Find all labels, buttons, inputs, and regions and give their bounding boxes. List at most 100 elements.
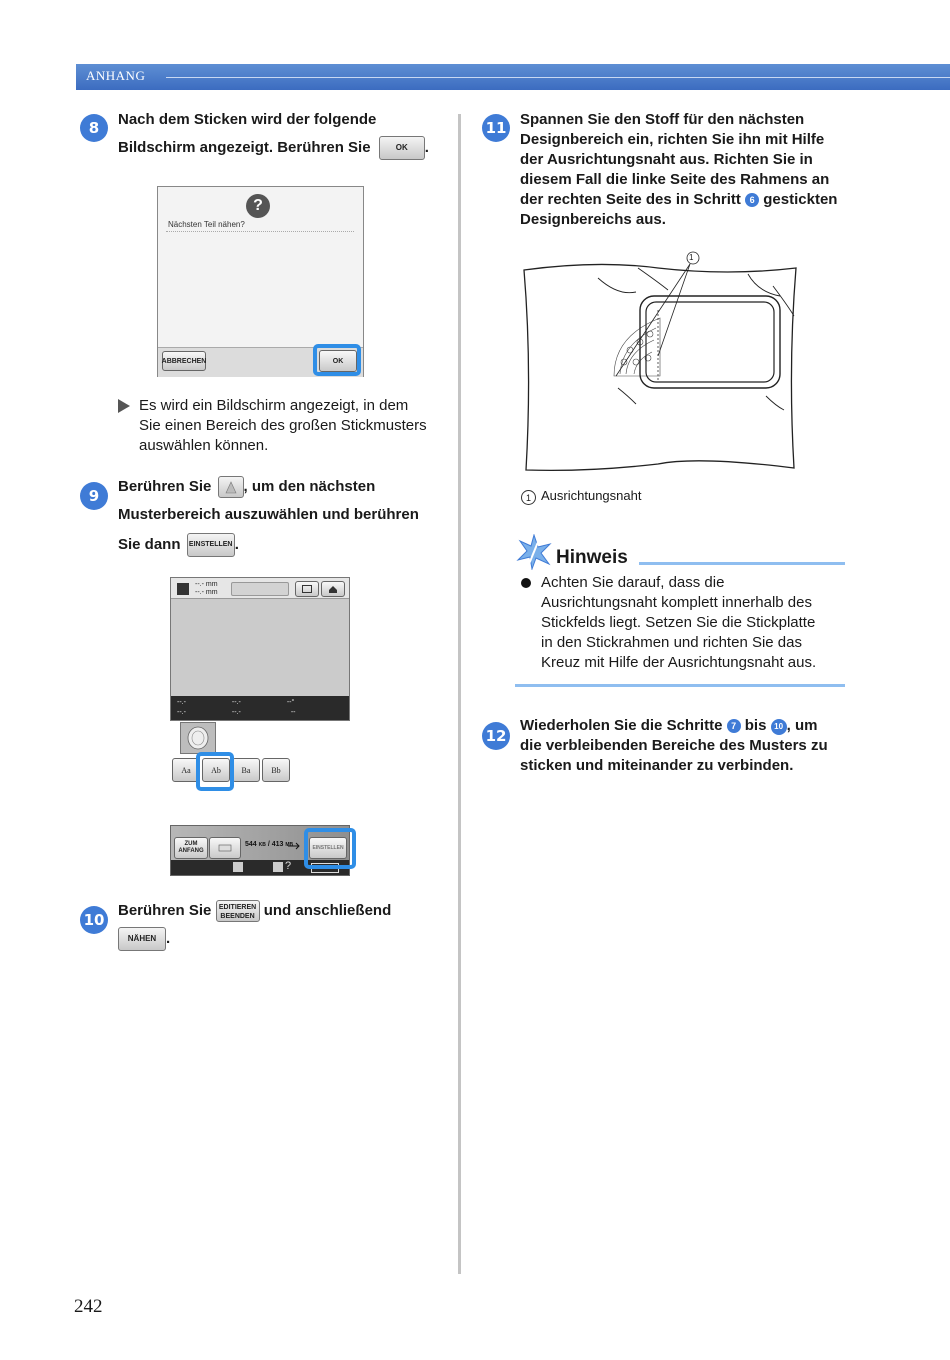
erase-button[interactable]: [209, 837, 241, 859]
step-11-line-2: Designbereich ein, richten Sie ihn mit H…: [520, 131, 825, 148]
step-9-badge: 9: [80, 482, 108, 510]
mb-unit: MB: [285, 842, 294, 848]
step-11-line-3: der Ausrichtungsnaht aus. Richten Sie in: [520, 151, 813, 168]
step-12-line-1-pre: Wiederholen Sie die Schritte: [520, 717, 723, 734]
dialog-message: Nächsten Teil nähen?: [168, 220, 245, 229]
step-11-line-5-pre: der rechten Seite des in Schritt: [520, 191, 741, 208]
step-11-line-1: Spannen Sie den Stoff für den nächsten: [520, 111, 805, 128]
step-12-badge: 12: [482, 722, 510, 750]
dialog-rule: [166, 231, 354, 232]
hint-line-3: Stickfelds liegt. Setzen Sie die Stickpl…: [541, 614, 816, 631]
dialog-screenshot: ? Nächsten Teil nähen? ABBRECHEN OK: [157, 186, 364, 377]
step-12-line-3: sticken und miteinander zu verbinden.: [520, 757, 794, 774]
hint-text: Achten Sie darauf, dass die Ausrichtungs…: [541, 573, 846, 673]
result-line-1: Es wird ein Bildschirm angezeigt, in dem: [139, 397, 409, 414]
zum-anfang-button[interactable]: ZUM ANFANG: [174, 837, 208, 859]
lace-pattern-icon: [187, 726, 209, 750]
dialog-ok-button[interactable]: OK: [319, 350, 357, 372]
thread-bar: [231, 582, 289, 596]
step-7-ref: 7: [726, 719, 741, 733]
step-10-mid: und anschließend: [263, 901, 392, 919]
status-row1-c: --°: [286, 699, 295, 706]
einstellen-inline-button: EINSTELLEN: [186, 533, 235, 557]
top-unit-1: mm: [205, 581, 218, 588]
step-10-pre: Berühren Sie: [118, 901, 212, 919]
hoop-illustration: 1: [518, 246, 803, 476]
step-8-period: .: [424, 138, 429, 156]
step-9-period: .: [234, 535, 239, 553]
area-button-ba[interactable]: Ba: [232, 758, 260, 782]
step-12-text: Wiederholen Sie die Schritte 7 bis 10, u…: [520, 716, 860, 776]
step-8-line-2: Bildschirm angezeigt. Berühren Sie OK.: [118, 136, 448, 160]
status-row2-a: --.-: [177, 709, 186, 716]
step-9-line-1-post: , um den nächsten: [243, 477, 376, 495]
hint-line-1: Achten Sie darauf, dass die: [541, 574, 725, 591]
hint-sparkle-icon: [516, 533, 552, 575]
question-mark: ?: [253, 197, 263, 214]
area-button-ab[interactable]: Ab: [202, 758, 230, 782]
step-11-badge: 11: [482, 114, 510, 142]
figure-caption: Ausrichtungsnaht: [541, 488, 642, 503]
step-11-line-5: der rechten Seite des in Schritt 6 gesti…: [520, 190, 860, 210]
memory-readout: 544 KB / 413 MB: [245, 841, 294, 848]
step-10-text: Berühren Sie EDITIEREN BEENDEN und ansch…: [118, 900, 448, 951]
step-8-text: Nach dem Sticken wird der folgende Bilds…: [118, 110, 448, 160]
top-value-1: --.-: [195, 581, 204, 588]
caption-number: 1: [521, 490, 536, 505]
result-line-2: Sie einen Bereich des großen Stickmuster…: [139, 417, 427, 434]
step-11-line-6: Designbereichs aus.: [520, 211, 666, 228]
caption-number-text: 1: [525, 492, 531, 503]
hint-line-4: in den Stickrahmen und richten Sie das: [541, 634, 802, 651]
step-9-line-3-pre: Sie dann: [118, 535, 181, 553]
pattern-preview: [180, 722, 216, 754]
area-button-bb[interactable]: Bb: [262, 758, 290, 782]
step-9-line-3: Sie dann EINSTELLEN.: [118, 533, 448, 557]
step-9-number: 9: [88, 487, 100, 505]
hint-title-rule: [639, 562, 845, 565]
kb-unit: KB: [258, 842, 266, 848]
top-value-2: --.-: [195, 589, 204, 596]
callout-1-label: 1: [689, 253, 694, 262]
ok-inline-button: OK: [378, 136, 425, 160]
hint-line-2: Ausrichtungsnaht komplett innerhalb des: [541, 594, 812, 611]
header-rule: [166, 77, 950, 78]
status-row1-b: --.-: [231, 699, 241, 706]
abbrechen-button[interactable]: ABBRECHEN: [162, 351, 206, 371]
status-row-2: --.- --.- --: [177, 709, 295, 716]
pattern-select-screen: --.- mm --.- mm --.- --.- --° --.- --.- …: [170, 577, 350, 721]
step-12-line-1-post: , um: [786, 717, 818, 734]
result-line-3: auswählen können.: [139, 437, 269, 454]
naehen-inline-button: NÄHEN: [118, 927, 166, 951]
column-divider: [458, 114, 461, 1274]
step-9-line-1: Berühren Sie , um den nächsten: [118, 476, 448, 498]
presser-foot-icon: [273, 862, 283, 872]
step-11-number: 11: [485, 119, 507, 137]
area-select-inline-icon: [217, 476, 244, 498]
status-row2-c: --: [290, 709, 296, 716]
status-row1-a: --.-: [177, 699, 186, 706]
einstellen-button[interactable]: EINSTELLEN: [309, 837, 347, 859]
step-10-badge: 10: [80, 906, 108, 934]
usb-icon: [287, 842, 301, 853]
step-10-line-1: Berühren Sie EDITIEREN BEENDEN und ansch…: [118, 900, 448, 922]
home-button[interactable]: [321, 581, 345, 597]
status-row-1: --.- --.- --°: [177, 699, 294, 706]
step-10-period: .: [166, 929, 171, 947]
home-icon: [329, 585, 337, 593]
step-8-result: Es wird ein Bildschirm angezeigt, in dem…: [139, 396, 449, 456]
hint-bullet: [521, 578, 531, 588]
screen-status-bar: --.- --.- --° --.- --.- --: [171, 696, 349, 720]
hint-line-5: Kreuz mit Hilfe der Ausrichtungsnaht aus…: [541, 654, 817, 671]
help-icon[interactable]: ?: [285, 860, 292, 872]
image-view-button[interactable]: [295, 581, 319, 597]
image-icon: [302, 585, 312, 593]
size-icon: [177, 583, 189, 595]
mb-value: 413: [271, 841, 284, 848]
hint-bottom-rule: [515, 684, 845, 687]
step-12-line-2: die verbleibenden Bereiche des Musters z…: [520, 737, 828, 754]
step-10-ref: 10: [770, 719, 787, 735]
einstellen-highlight: [304, 828, 356, 869]
status-row2-b: --.-: [231, 709, 241, 716]
step-11-line-5-post: gestickten: [763, 191, 838, 208]
step-8-line-2-text: Bildschirm angezeigt. Berühren Sie: [118, 138, 371, 156]
